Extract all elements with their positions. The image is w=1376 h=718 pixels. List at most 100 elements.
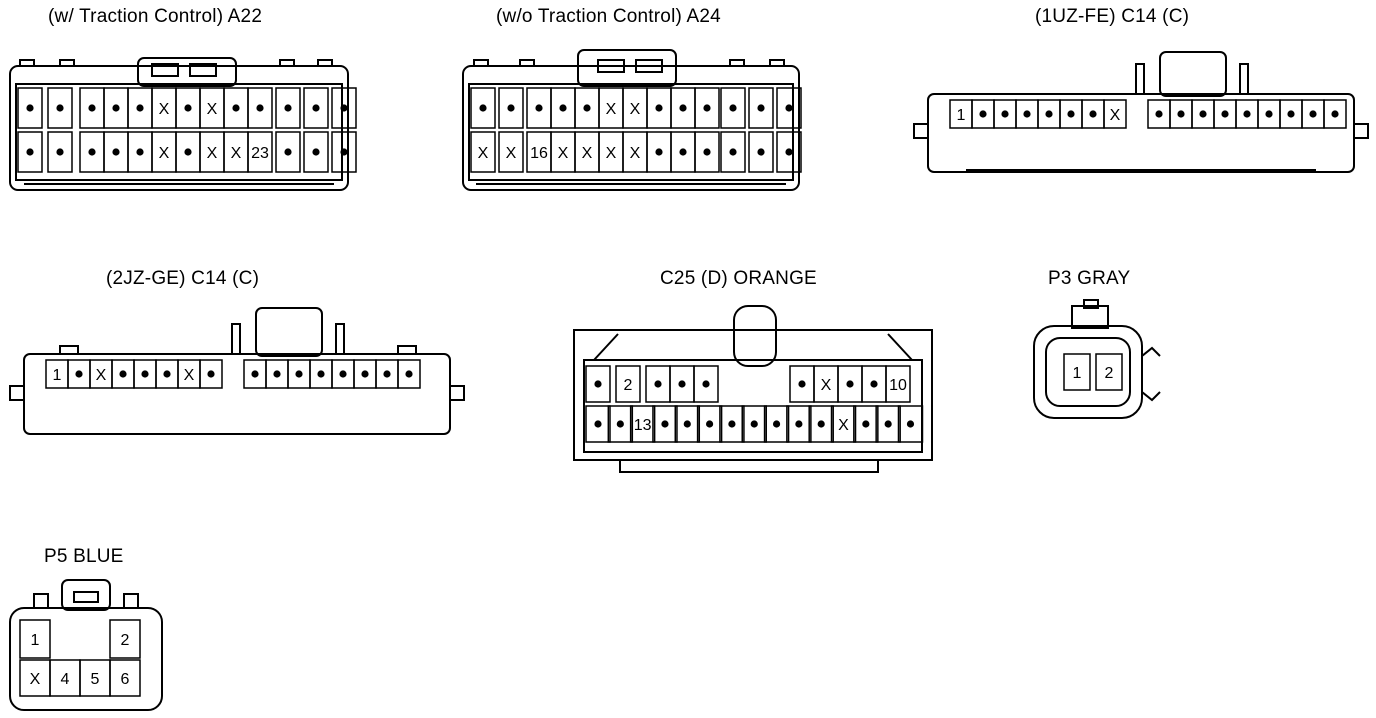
p3-pin-cavity: 1 [1063, 353, 1091, 391]
c25-pin-box [585, 365, 611, 403]
a24-pin-cavity [470, 87, 496, 129]
c14-1uz-pin-box [1323, 99, 1347, 129]
c25-pin-cavity [607, 405, 634, 443]
c25-pin-dot [661, 420, 669, 428]
a24-pin-cavity [574, 87, 600, 129]
a22-pin-dot [184, 104, 192, 112]
p5-pin-cavity: 5 [79, 659, 111, 697]
a24-pin-box [720, 87, 746, 129]
c25-pin-cavity [897, 405, 924, 443]
c14-1uz-pin-cavity [1081, 99, 1105, 129]
a24-pin-cavity: X [470, 131, 496, 173]
c14-1uz-connector-label: (1UZ-FE) C14 (C) [1035, 6, 1190, 27]
a24-pin-dot [479, 104, 487, 112]
p5-pin-cavity: X [19, 659, 51, 697]
c25-pin-dot [594, 380, 602, 388]
p3-pin-cavity: 2 [1095, 353, 1123, 391]
a24-pin-unused-mark: X [630, 145, 641, 162]
c25-pin-dot [706, 420, 714, 428]
c25-pin-cavity [861, 365, 887, 403]
a24-pin-cavity: X [498, 131, 524, 173]
a24-pin-cavity [498, 87, 524, 129]
a24-pin-cavity: 16 [526, 131, 552, 173]
a22-pin-cavity [17, 87, 43, 129]
a24-pin-dot [655, 148, 663, 156]
a24-pin-box [694, 131, 720, 173]
c14-2jz-pin-cavity [155, 359, 179, 389]
c14-1uz-pin-unused-mark: X [1110, 107, 1121, 124]
c25-pin-dot [683, 420, 691, 428]
a24-pin-dot [655, 104, 663, 112]
a22-pin-cavity [303, 87, 329, 129]
c25-pin-cavity [853, 405, 879, 443]
c25-pin-number: 10 [889, 377, 907, 394]
a24-pin-cavity [694, 131, 720, 173]
a22-pin-dot [136, 104, 144, 112]
a24-connector-label: (w/o Traction Control) A24 [496, 6, 721, 27]
a24-pin-cavity [748, 87, 774, 129]
a24-pin-dot [559, 104, 567, 112]
a24-pin-cavity [670, 131, 696, 173]
a24-pin-unused-mark: X [506, 145, 517, 162]
a24-pin-cavity [646, 131, 672, 173]
c14-2jz-pin-dot [339, 370, 347, 378]
a22-pin-cavity [223, 87, 249, 129]
c14-1uz-pin-dot [1089, 110, 1097, 118]
c14-2jz-pin-dot [405, 370, 413, 378]
p3-pin-number: 1 [1073, 365, 1082, 382]
c25-pin-dot [750, 420, 758, 428]
c14-1uz-pin-dot [1287, 110, 1295, 118]
p3-connector-label: P3 GRAY [1048, 268, 1131, 289]
c14-2jz-pin-dot [119, 370, 127, 378]
c14-1uz-pin-cavity [1015, 99, 1039, 129]
c14-2jz-pin-dot [383, 370, 391, 378]
c25-pin-cavity [693, 365, 719, 403]
a22-pin-dot [136, 148, 144, 156]
c25-pin-cavity [719, 405, 745, 443]
a24-pin-cavity: X [550, 131, 576, 173]
c14-1uz-pin-cavity [1323, 99, 1347, 129]
c25-pin-dot [616, 420, 624, 428]
c25-pin-dot [870, 380, 878, 388]
c25-pin-cavity [696, 405, 723, 443]
a24-pin-cavity: X [622, 131, 648, 173]
c14-2jz-pin-cavity: 1 [45, 359, 69, 389]
a22-pin-cavity [47, 131, 73, 173]
a22-pin-dot [232, 104, 240, 112]
a24-pin-box [776, 131, 802, 173]
c25-pin-cavity: 13 [629, 405, 656, 443]
c25-pin-box [786, 405, 812, 443]
a24-pin-dot [583, 104, 591, 112]
a24-pin-box [694, 87, 720, 129]
c14-1uz-pin-dot [1177, 110, 1185, 118]
c14-2jz-pin-dot [273, 370, 281, 378]
c25-pin-dot [772, 420, 781, 428]
a22-pin-cavity [331, 131, 357, 173]
a22-pin-dot [56, 104, 64, 112]
a24-pin-dot [729, 148, 737, 156]
c25-pin-unused-mark: X [838, 417, 849, 434]
c25-pin-dot [817, 420, 825, 428]
c14-1uz-pin-dot [1331, 110, 1339, 118]
a22-pin-dot [112, 148, 120, 156]
p3-connector-housing [1033, 299, 1161, 419]
c25-pin-box [585, 405, 611, 443]
c25-pin-dot [702, 380, 710, 388]
a22-pin-box [247, 87, 273, 129]
a24-pin-dot [679, 104, 687, 112]
a24-pin-cavity: X [574, 131, 600, 173]
a24-pin-box [470, 131, 496, 173]
a22-pin-cavity [127, 87, 153, 129]
a24-pin-cavity [694, 87, 720, 129]
a24-pin-box [720, 131, 746, 173]
a24-pin-dot [535, 104, 543, 112]
a22-pin-dot [112, 104, 120, 112]
p5-pin-number: 5 [91, 671, 100, 688]
c25-pin-dot [862, 420, 870, 428]
a24-pin-unused-mark: X [630, 101, 641, 118]
p3-pin-number: 2 [1105, 365, 1114, 382]
c14-1uz-pin-dot [1023, 110, 1031, 118]
c25-pin-cavity: 10 [885, 365, 911, 403]
a22-pin-dot [184, 148, 192, 156]
